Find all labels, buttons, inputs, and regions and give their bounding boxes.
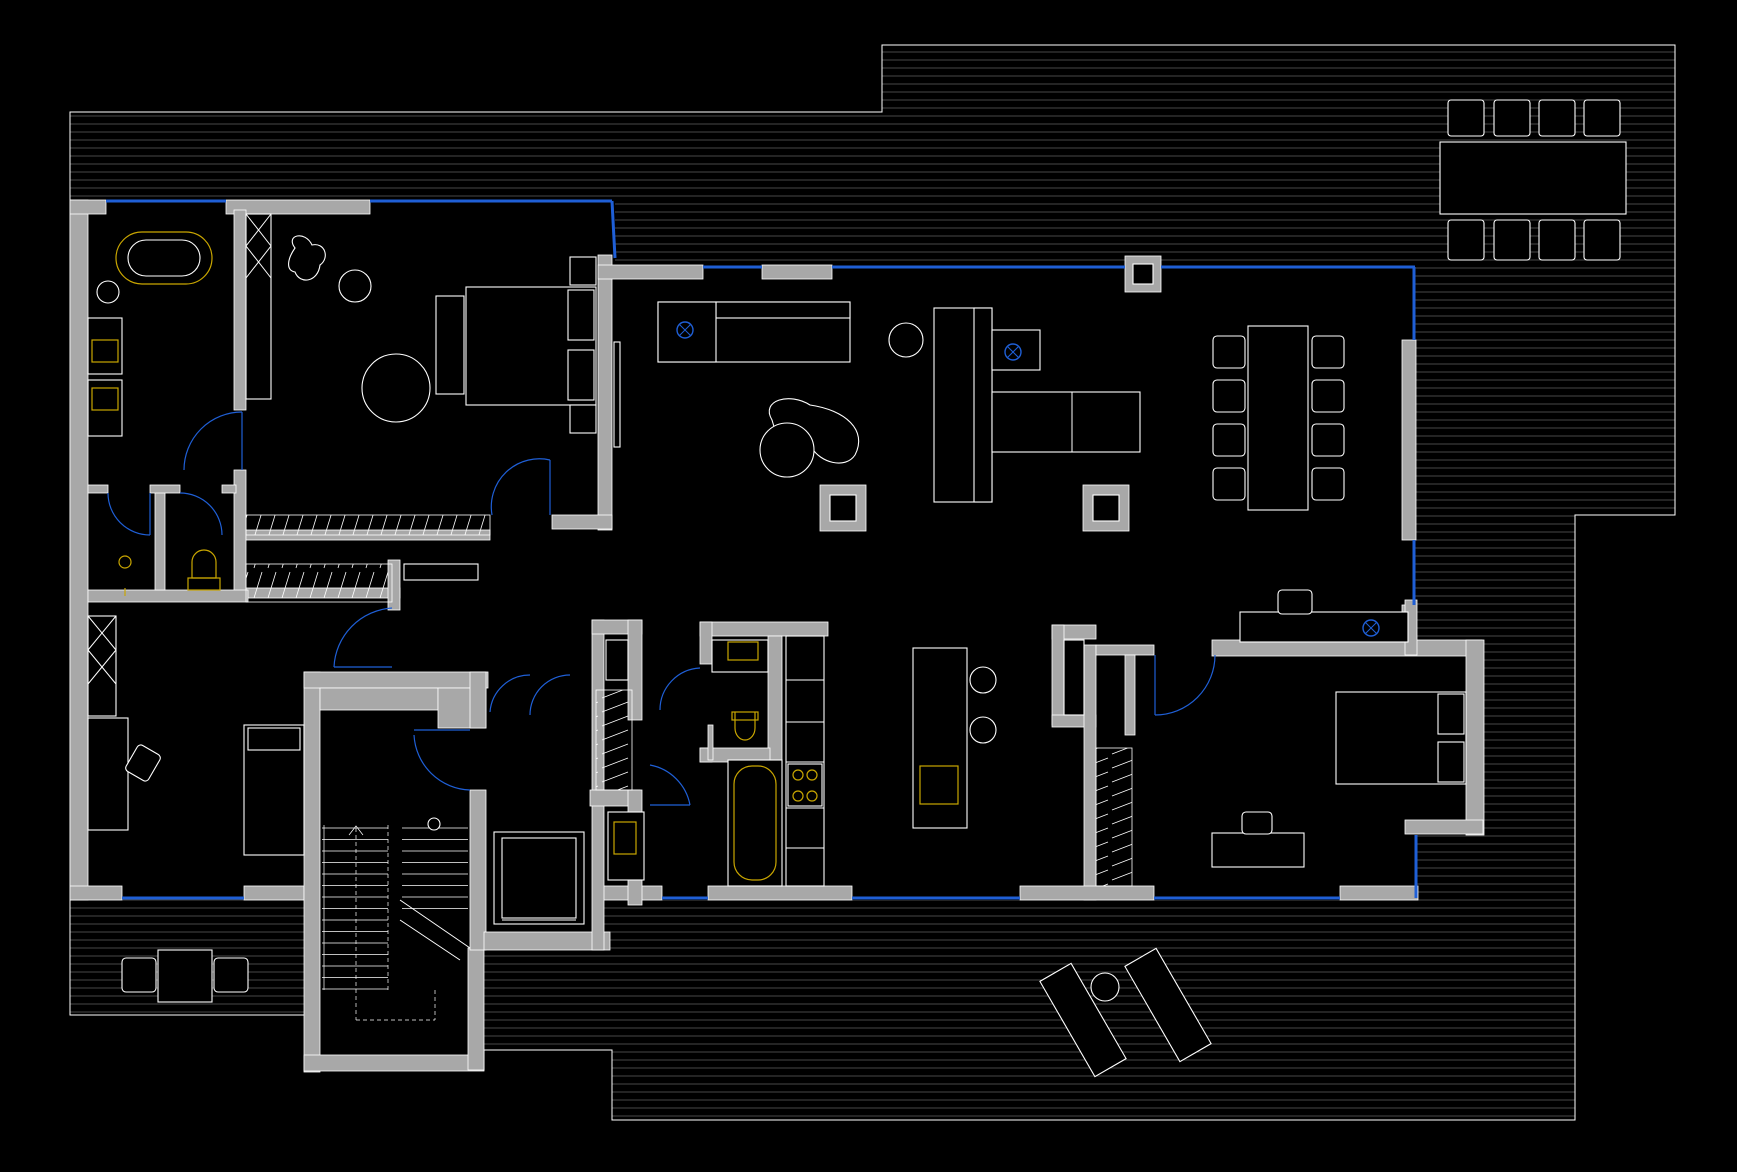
staircase — [322, 817, 471, 1021]
dining-set — [1212, 325, 1345, 511]
wardrobes — [245, 514, 1133, 887]
kitchen-island — [912, 647, 997, 829]
main-bathroom — [87, 231, 221, 596]
study — [87, 615, 305, 856]
windows — [106, 199, 1418, 900]
living-room — [657, 301, 1141, 503]
doors — [107, 411, 1216, 806]
guest-bathroom — [607, 635, 825, 887]
shell-outline — [70, 44, 1676, 1121]
sun-loungers — [1039, 947, 1212, 1078]
guest-bedroom — [1211, 589, 1467, 868]
bistro-table-set — [121, 949, 249, 1003]
outdoor-dining-set — [1439, 99, 1627, 261]
master-bedroom — [245, 213, 621, 448]
elevator — [493, 831, 585, 925]
